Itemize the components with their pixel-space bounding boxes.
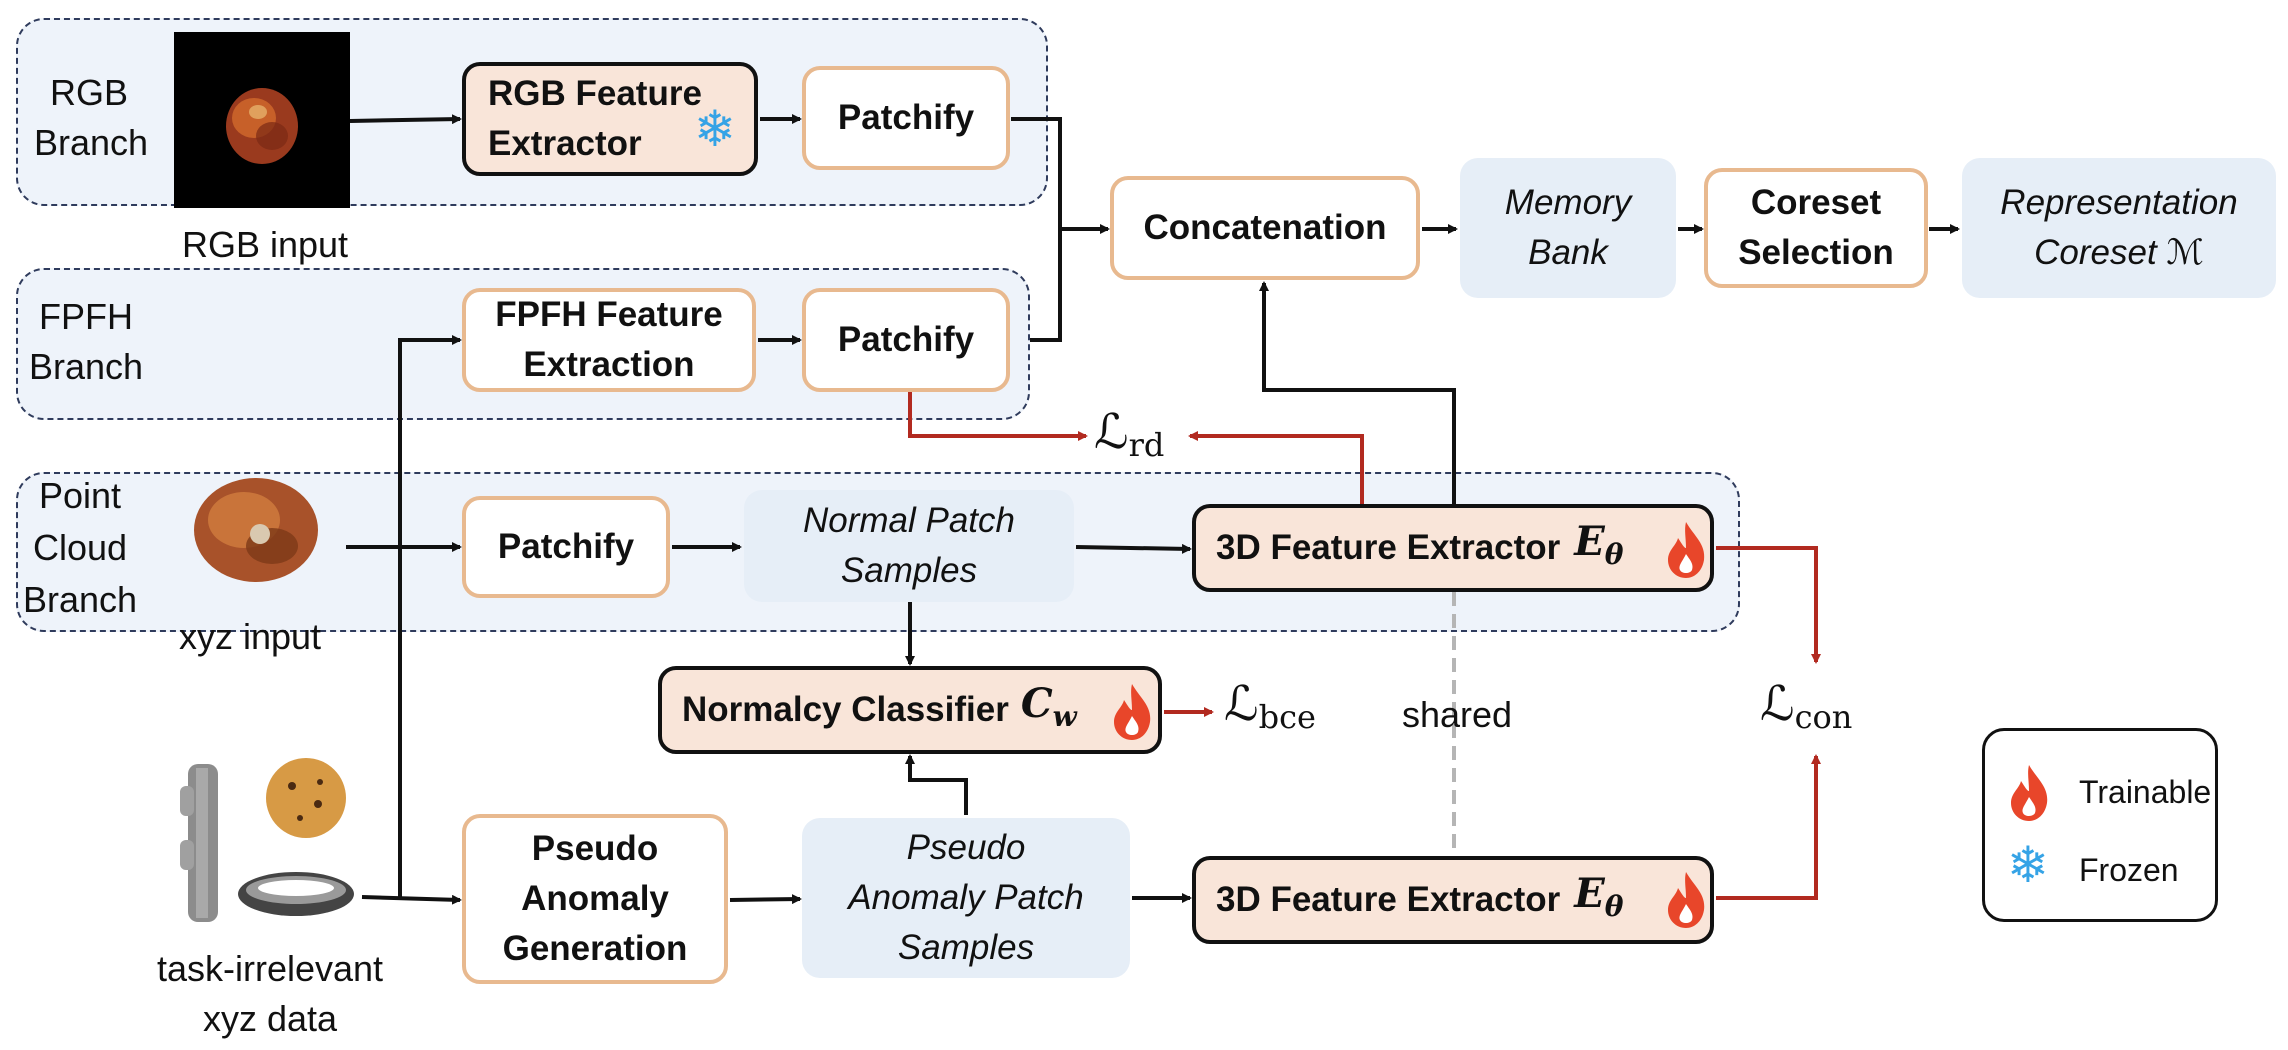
rgb-input-caption: RGB input — [181, 224, 349, 265]
point-cloud-branch-label: Point Cloud Branch — [22, 475, 138, 620]
3d-feature-extractor-bottom: 3D Feature Extractor Eθ — [1192, 856, 1714, 944]
representation-coreset-box: Representation Coreset ℳ — [1962, 158, 2276, 298]
patchify-point-cloud: Patchify — [462, 496, 670, 598]
black-arrows — [346, 114, 1960, 905]
pseudo-anomaly-patch-samples: Pseudo Anomaly Patch Samples — [802, 818, 1130, 978]
rgb-input-image — [174, 32, 350, 208]
normal-patch-samples: Normal Patch Samples — [744, 490, 1074, 602]
fire-icon — [2011, 765, 2048, 821]
snowflake-icon: ❄ — [694, 101, 736, 157]
pseudo-anomaly-generation: Pseudo Anomaly Generation — [462, 814, 728, 984]
legend-trainable-label: Trainable — [2079, 774, 2212, 810]
task-irrelevant-caption: task-irrelevant xyz data — [156, 948, 384, 1039]
snowflake-icon: ❄ — [2007, 837, 2049, 893]
memory-bank-box: Memory Bank — [1460, 158, 1676, 298]
fire-icon — [1668, 872, 1705, 928]
red-arrows — [908, 392, 1821, 900]
loss-con: ℒcon — [1760, 676, 1853, 736]
3d-feature-extractor-top: 3D Feature Extractor Eθ — [1192, 504, 1714, 592]
legend-box: Trainable ❄ Frozen — [1982, 728, 2218, 922]
concatenation-box: Concatenation — [1110, 176, 1420, 280]
fire-icon — [1114, 684, 1151, 740]
fire-icon — [1668, 522, 1705, 578]
rgb-branch-label: RGB Branch — [34, 72, 149, 163]
task-irrelevant-images — [168, 756, 358, 936]
patchify-fpfh: Patchify — [802, 288, 1010, 392]
xyz-input-image — [160, 464, 346, 612]
legend-frozen-label: Frozen — [2079, 852, 2179, 888]
xyz-input-caption: xyz input — [178, 616, 322, 657]
loss-rd: ℒrd — [1094, 404, 1165, 464]
loss-bce: ℒbce — [1224, 676, 1316, 736]
coreset-selection-box: Coreset Selection — [1704, 168, 1928, 288]
fpfh-feature-extraction: FPFH Feature Extraction — [462, 288, 756, 392]
rgb-feature-extractor: RGB Feature Extractor — [462, 62, 758, 176]
fpfh-branch-label: FPFH Branch — [28, 296, 144, 387]
shared-label: shared — [1401, 694, 1513, 735]
normalcy-classifier: Normalcy Classifier Cw — [658, 666, 1162, 754]
patchify-rgb: Patchify — [802, 66, 1010, 170]
